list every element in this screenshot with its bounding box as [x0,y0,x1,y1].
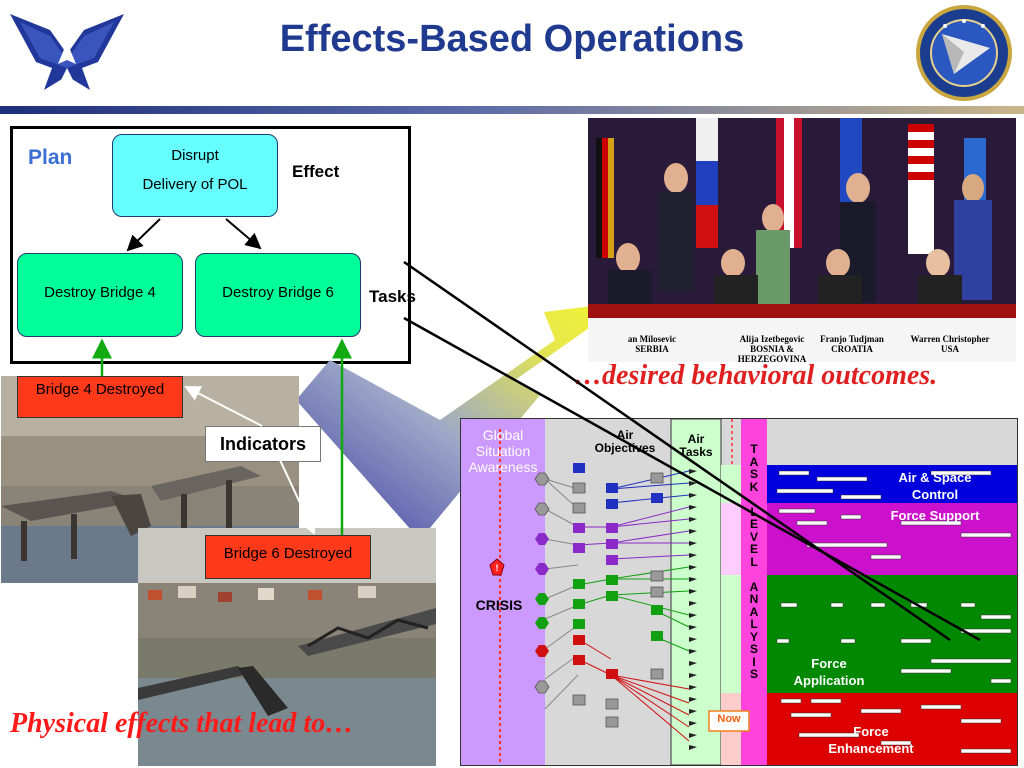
tla-letter: T [750,442,758,456]
tla-letter: S [749,667,758,681]
page-title: Effects-Based Operations [279,18,745,60]
air-objectives-label: Air Objectives [594,428,656,455]
tla-letter: N [749,592,759,606]
tla-letter: E [749,517,758,531]
now-marker: Now [717,713,741,725]
effect-node-line1: Disrupt [171,147,219,164]
task-node-bridge-6: Destroy Bridge 6 [195,253,361,337]
tla-letter: E [749,542,758,556]
signing-scene-graphic [588,118,1016,362]
task-node-bridge-4: Destroy Bridge 4 [17,253,183,337]
indicator-bridge-4-destroyed: Bridge 4 Destroyed [17,376,183,418]
band-air-space-control: Air & Space Control [898,470,972,502]
air-force-wings-logo [10,14,124,90]
global-situation-awareness-label: Global Situation Awareness [468,427,538,475]
caption-tudjman: Franjo Tudjman CROATIA [820,334,884,354]
research-laboratory-seal-logo [916,5,1012,101]
effect-node-disrupt-pol: Disrupt Delivery of POL [112,134,278,217]
caption-milosevic: an Milosevic SERBIA [627,334,677,354]
tla-letter: S [749,642,758,656]
band-force-enhancement: Force Enhancement [828,724,914,756]
caption-christopher: Warren Christopher USA [910,334,990,354]
svg-text:!: ! [496,563,499,573]
task-analysis-panel: ! Global Situation Awareness CRISIS Air … [460,418,1018,766]
tla-letter [741,493,767,506]
physical-effects-phrase: Physical effects that lead to… [10,708,354,739]
plan-label: Plan [28,146,73,169]
indicators-label: Indicators [205,426,321,462]
indicator-bridge-6-destroyed: Bridge 6 Destroyed [205,535,371,579]
band-force-support: Force Support [890,508,980,523]
desired-outcomes-phrase: …desired behavioral outcomes. [574,360,938,391]
tla-letter: I [752,654,756,669]
crisis-label: CRISIS [475,597,523,613]
effect-label: Effect [292,162,340,181]
bridge-6-scene-graphic [138,528,436,766]
effect-node-line2: Delivery of POL [142,176,248,193]
air-tasks-label: Air Tasks [679,432,713,459]
title-divider [0,106,1024,114]
tla-letter: L [750,617,758,631]
peace-signing-photo: an Milosevic SERBIA Alija Izetbegovic BO… [588,118,1016,362]
tla-letter: S [749,467,758,481]
band-force-application: Force Application [793,656,865,688]
bridge-6-photo [138,528,436,766]
tla-letter [741,568,767,581]
